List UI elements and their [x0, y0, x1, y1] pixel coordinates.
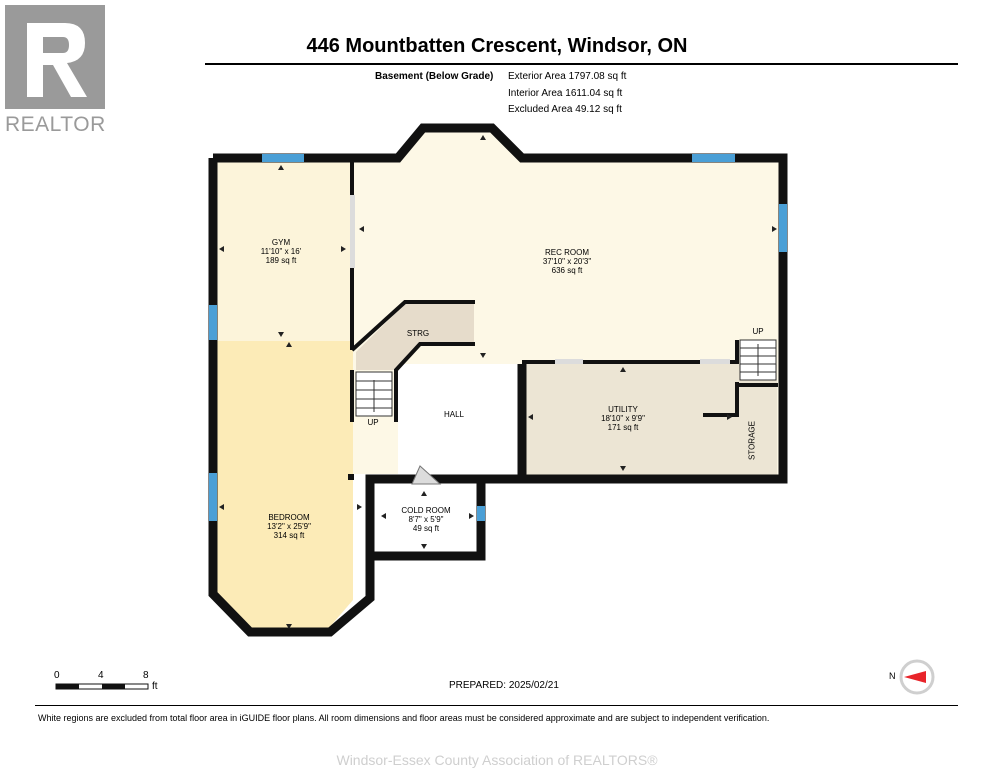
page-title: 446 Mountbatten Crescent, Windsor, ON: [306, 35, 688, 57]
utility-door: [555, 359, 583, 364]
rec-name: REC ROOM: [544, 248, 589, 257]
level-name: Basement (Below Grade): [375, 71, 494, 82]
realtor-r-mark-icon: [5, 5, 105, 109]
utility-fill: [523, 364, 777, 475]
gym-name: GYM: [271, 238, 291, 247]
room-label-utility: UTILITY 18'10" x 9'9" 171 sq ft: [601, 405, 645, 432]
room-label-rec-room: REC ROOM 37'10" x 20'3" 636 sq ft: [543, 248, 591, 275]
utility-area: 171 sq ft: [607, 423, 639, 432]
compass-north-label: N: [889, 671, 896, 681]
scale-bar-icon: [55, 683, 149, 690]
rec-dims: 37'10" x 20'3": [542, 257, 592, 266]
compass-icon: [899, 659, 935, 695]
scale-tick-4: 4: [98, 670, 104, 681]
post: [348, 474, 354, 480]
interior-walls: [350, 160, 778, 422]
realtor-logo: REALTOR: [5, 5, 105, 136]
realtor-wordmark: REALTOR: [5, 113, 106, 136]
gym-dims: 11'10" x 16': [260, 247, 302, 256]
dimension-markers: [219, 135, 777, 629]
utility-door-2: [700, 359, 730, 364]
cold-name: COLD ROOM: [401, 506, 451, 515]
exterior-area: Exterior Area 1797.08 sq ft: [508, 71, 627, 82]
storage-name: STORAGE: [747, 421, 757, 460]
utility-dims: 18'10" x 9'9": [601, 414, 645, 423]
window-cold-room: [477, 506, 485, 521]
disclaimer: White regions are excluded from total fl…: [38, 713, 770, 723]
window-gym-left: [209, 305, 217, 340]
gym-fill: [213, 158, 353, 341]
windows: [209, 154, 787, 521]
strg-name: STRG: [406, 329, 430, 338]
bedroom-name: BEDROOM: [268, 513, 310, 522]
stairs-left-label: UP: [367, 418, 379, 427]
rec-area: 636 sq ft: [551, 266, 583, 275]
scale-unit: ft: [152, 681, 158, 692]
room-label-cold-room: COLD ROOM 8'7" x 5'9" 49 sq ft: [401, 506, 450, 533]
gym-opening: [350, 195, 355, 268]
footer-divider: [35, 705, 958, 706]
watermark-credit: Windsor-Essex County Association of REAL…: [336, 752, 658, 768]
stairs-right-label: UP: [752, 327, 764, 336]
room-label-bedroom: BEDROOM 13'2" x 25'9" 314 sq ft: [267, 513, 311, 540]
stairs-right-icon: [739, 339, 777, 381]
window-rec-top: [692, 154, 735, 162]
stairs-left-icon: [355, 371, 393, 417]
hall-name: HALL: [443, 410, 465, 419]
cold-dims: 8'7" x 5'9": [408, 515, 444, 524]
cold-room-fill: [375, 484, 480, 550]
window-rec-right: [779, 204, 787, 252]
utility-name: UTILITY: [608, 405, 638, 414]
bedroom-area: 314 sq ft: [273, 531, 305, 540]
strg-fill: [356, 304, 474, 370]
gym-area: 189 sq ft: [265, 256, 297, 265]
window-bedroom-left: [209, 473, 217, 521]
room-label-gym: GYM 11'10" x 16' 189 sq ft: [261, 238, 301, 265]
cold-room-door-icon: [411, 465, 442, 485]
interior-area: Interior Area 1611.04 sq ft: [508, 88, 623, 99]
scale-tick-0: 0: [54, 670, 60, 681]
excluded-area: Excluded Area 49.12 sq ft: [508, 104, 622, 115]
bedroom-dims: 13'2" x 25'9": [267, 522, 311, 531]
bedroom-fill: [213, 341, 353, 629]
scale-tick-8: 8: [143, 670, 149, 681]
window-gym-top: [262, 154, 304, 162]
cold-area: 49 sq ft: [412, 524, 440, 533]
title-divider: [205, 63, 958, 65]
prepared-date: PREPARED: 2025/02/21: [449, 680, 559, 691]
